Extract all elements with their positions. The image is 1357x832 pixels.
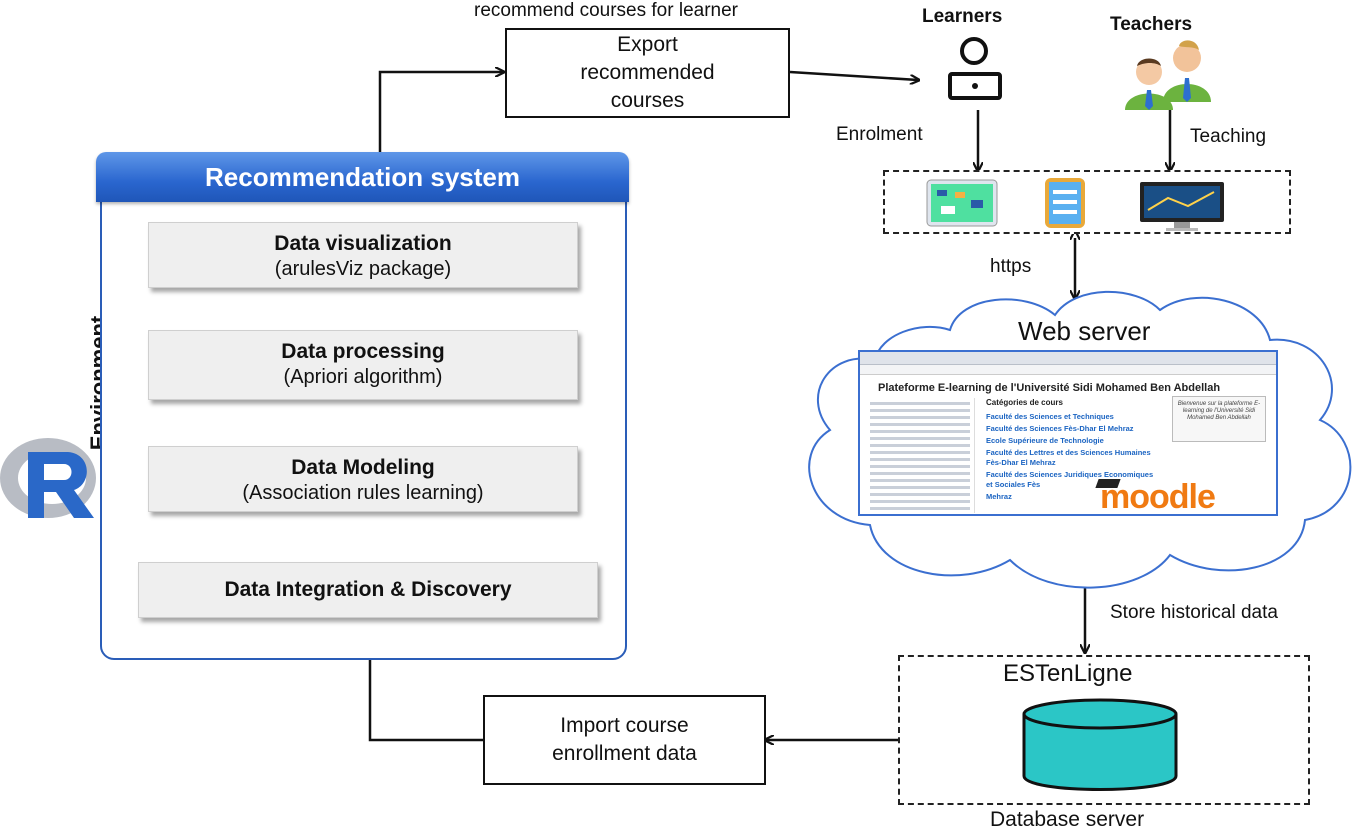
- moodle-categories-title: Catégories de cours: [986, 398, 1063, 407]
- stage-data-visualization: Data visualization (arulesViz package): [148, 222, 578, 288]
- arrow-to-panel: [370, 620, 483, 742]
- stage-subtitle: (Association rules learning): [242, 482, 484, 504]
- arrow-to-export: [378, 72, 503, 152]
- store-historical-data-label: Store historical data: [1110, 602, 1278, 623]
- stage-data-processing: Data processing (Apriori algorithm): [148, 330, 578, 400]
- tablet-icon: [926, 179, 998, 227]
- moodle-page-title: Plateforme E-learning de l'Université Si…: [878, 382, 1221, 394]
- course-link[interactable]: Ecole Supérieure de Technologie: [986, 436, 1104, 445]
- top-caption: recommend courses for learner: [474, 0, 738, 21]
- course-link[interactable]: Mehraz: [986, 492, 1012, 501]
- database-title: ESTenLigne: [1003, 660, 1133, 687]
- moodle-sidebar: [866, 398, 975, 513]
- phone-icon: [1045, 178, 1085, 228]
- stage-title: Data Integration & Discovery: [224, 578, 512, 601]
- course-link[interactable]: Faculté des Sciences et Techniques: [986, 412, 1114, 421]
- stage-data-integration: Data Integration & Discovery: [138, 562, 598, 618]
- teaching-label: Teaching: [1190, 126, 1267, 147]
- r-logo-icon: [0, 438, 96, 518]
- stage-title: Data Modeling: [291, 456, 435, 479]
- stage-data-modeling: Data Modeling (Association rules learnin…: [148, 446, 578, 512]
- stage-title: Data visualization: [274, 232, 452, 255]
- web-server-title: Web server: [1018, 316, 1151, 346]
- course-link[interactable]: Faculté des Sciences Fès-Dhar El Mehraz: [986, 424, 1134, 433]
- enrolment-label: Enrolment: [836, 124, 923, 145]
- moodle-course-links: Faculté des Sciences et Techniques Facul…: [986, 412, 1156, 504]
- recommendation-system-title: Recommendation system: [96, 152, 629, 202]
- laptop-user-icon: [948, 37, 1002, 100]
- course-link[interactable]: Faculté des Lettres et des Sciences Huma…: [986, 448, 1151, 467]
- learners-label: Learners: [922, 6, 1003, 27]
- moodle-logo: moodle: [1100, 478, 1216, 516]
- database-cylinder-icon: [1022, 698, 1178, 791]
- course-link[interactable]: Faculté des Sciences Juridiques Economiq…: [986, 470, 1154, 489]
- stage-title: Data processing: [281, 340, 445, 363]
- arrow-to-learners: [789, 70, 918, 80]
- desktop-monitor-icon: [1140, 182, 1224, 231]
- moodle-welcome-note: Bienvenue sur la plateforme E-learning d…: [1172, 396, 1266, 442]
- stage-subtitle: (Apriori algorithm): [283, 366, 443, 388]
- stage-subtitle: (arulesViz package): [274, 258, 452, 280]
- teachers-label: Teachers: [1110, 14, 1193, 35]
- export-recommended-courses-box: Export recommended courses: [505, 28, 790, 118]
- import-enrollment-data-box: Import course enrollment data: [483, 695, 766, 785]
- database-server-caption: Database server: [990, 808, 1145, 831]
- two-people-icon: [1125, 40, 1211, 110]
- https-label: https: [990, 256, 1032, 277]
- moodle-browser-screenshot: Plateforme E-learning de l'Université Si…: [858, 350, 1278, 516]
